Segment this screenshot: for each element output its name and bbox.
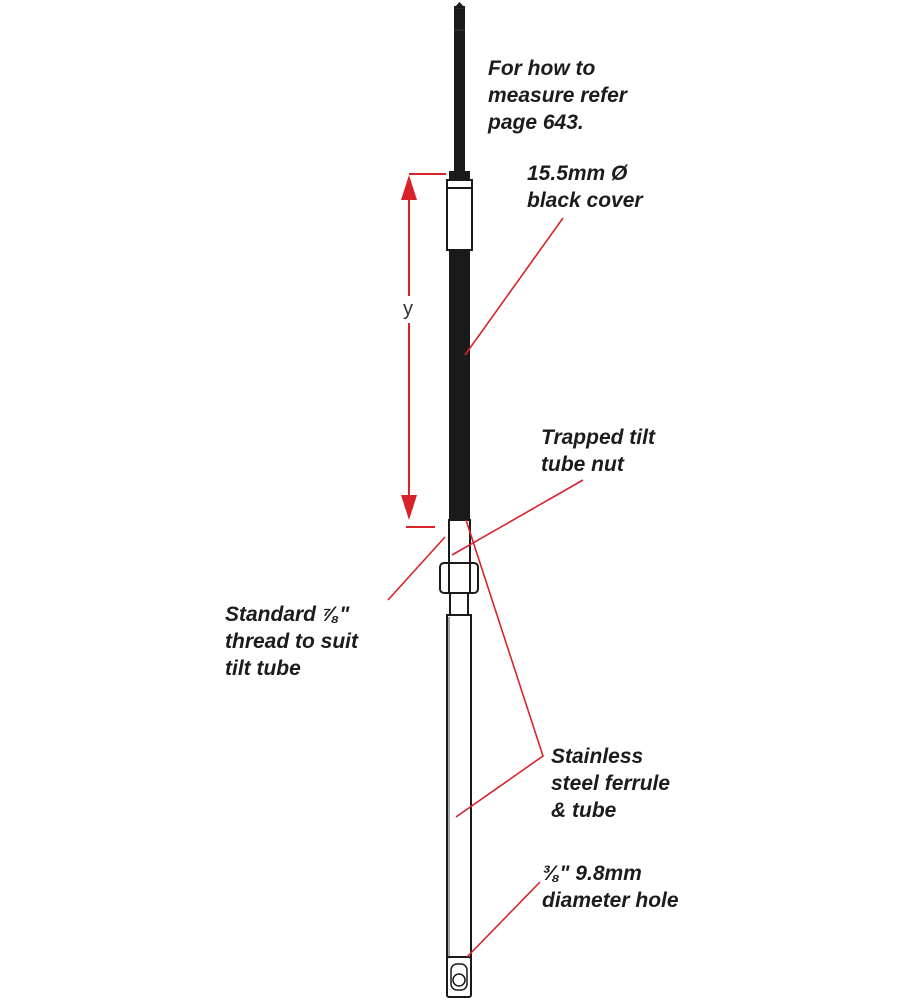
thread-label: Standard ⅞" thread to suit tilt tube bbox=[225, 603, 359, 680]
leader-hole bbox=[466, 881, 541, 958]
ferrule-assembly bbox=[439, 519, 479, 998]
top-fitting bbox=[446, 171, 473, 251]
leader-tilt-nut bbox=[451, 479, 584, 556]
black-cover-label: 15.5mm Ø black cover bbox=[527, 162, 643, 212]
ferrule-label: Stainless steel ferrule & tube bbox=[551, 745, 671, 822]
black-cover bbox=[449, 250, 470, 520]
dimension-y-label: y bbox=[403, 296, 413, 323]
leader-ferrule bbox=[455, 519, 544, 818]
tilt-nut-label: Trapped tilt tube nut bbox=[541, 426, 655, 476]
threaded-core bbox=[454, 2, 465, 172]
leader-black-cover bbox=[464, 217, 564, 356]
hole-label: ⅜" 9.8mm diameter hole bbox=[542, 862, 679, 912]
dimension-y bbox=[401, 173, 446, 528]
leader-lines bbox=[387, 217, 584, 958]
leader-thread bbox=[387, 536, 446, 601]
measure-note-label: For how to measure refer page 643. bbox=[488, 57, 627, 134]
